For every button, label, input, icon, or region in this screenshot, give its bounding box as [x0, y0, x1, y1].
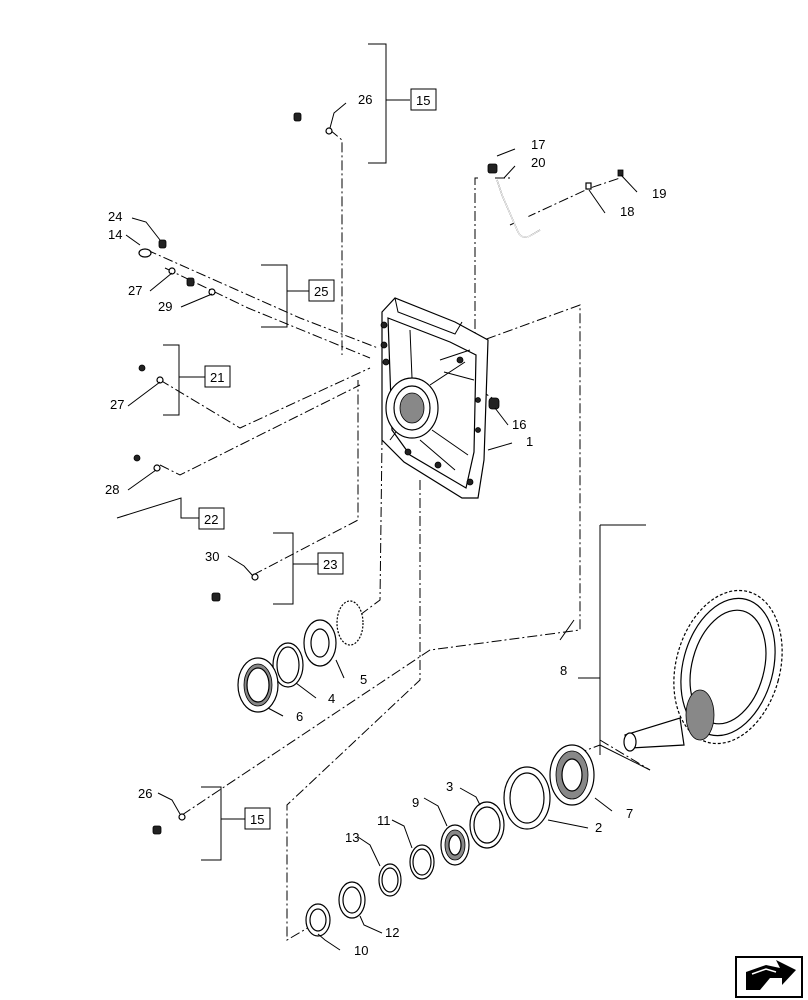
callout-26-top: 26	[358, 92, 372, 107]
reference-boxes: 15 25 21 22 23 15	[198, 88, 437, 830]
callout-20: 20	[531, 155, 545, 170]
callout-27-upper: 27	[128, 283, 142, 298]
ref-box-15-top: 15	[416, 93, 430, 108]
lube-pipe	[487, 163, 624, 238]
callout-9: 9	[412, 795, 419, 810]
callout-30: 30	[205, 549, 219, 564]
leader-lines	[125, 102, 638, 951]
ref-box-15-bottom: 15	[250, 812, 264, 827]
callout-19: 19	[652, 186, 666, 201]
group-brackets	[116, 43, 646, 861]
ref-box-25: 25	[314, 284, 328, 299]
shim-stack-upper	[237, 600, 364, 713]
next-page-arrow-icon[interactable]	[735, 956, 803, 998]
bearing-stack-lower	[305, 744, 595, 937]
callout-5: 5	[360, 672, 367, 687]
ref-box-22: 22	[204, 512, 218, 527]
callout-28: 28	[105, 482, 119, 497]
callout-10: 10	[354, 943, 368, 958]
rear-housing-part	[380, 297, 489, 499]
callout-1: 1	[526, 434, 533, 449]
callout-26-bottom: 26	[138, 786, 152, 801]
callout-27-lower: 27	[110, 397, 124, 412]
callout-8: 8	[560, 663, 567, 678]
callout-14: 14	[108, 227, 122, 242]
callout-16: 16	[512, 417, 526, 432]
callout-labels: 26 17 20 19 18 24 14 27 29 27 16 1 28 30…	[105, 92, 666, 958]
ring-gear-and-pinion	[599, 589, 783, 771]
callout-17: 17	[531, 137, 545, 152]
callout-6: 6	[296, 709, 303, 724]
callout-11: 11	[377, 813, 391, 828]
callout-7: 7	[626, 806, 633, 821]
callout-18: 18	[620, 204, 634, 219]
fasteners	[133, 112, 500, 835]
callout-3: 3	[446, 779, 453, 794]
callout-13: 13	[345, 830, 359, 845]
callout-4: 4	[328, 691, 335, 706]
callout-24: 24	[108, 209, 122, 224]
callout-12: 12	[385, 925, 399, 940]
callout-29: 29	[158, 299, 172, 314]
ref-box-21: 21	[210, 370, 224, 385]
ref-box-23: 23	[323, 557, 337, 572]
callout-2: 2	[595, 820, 602, 835]
